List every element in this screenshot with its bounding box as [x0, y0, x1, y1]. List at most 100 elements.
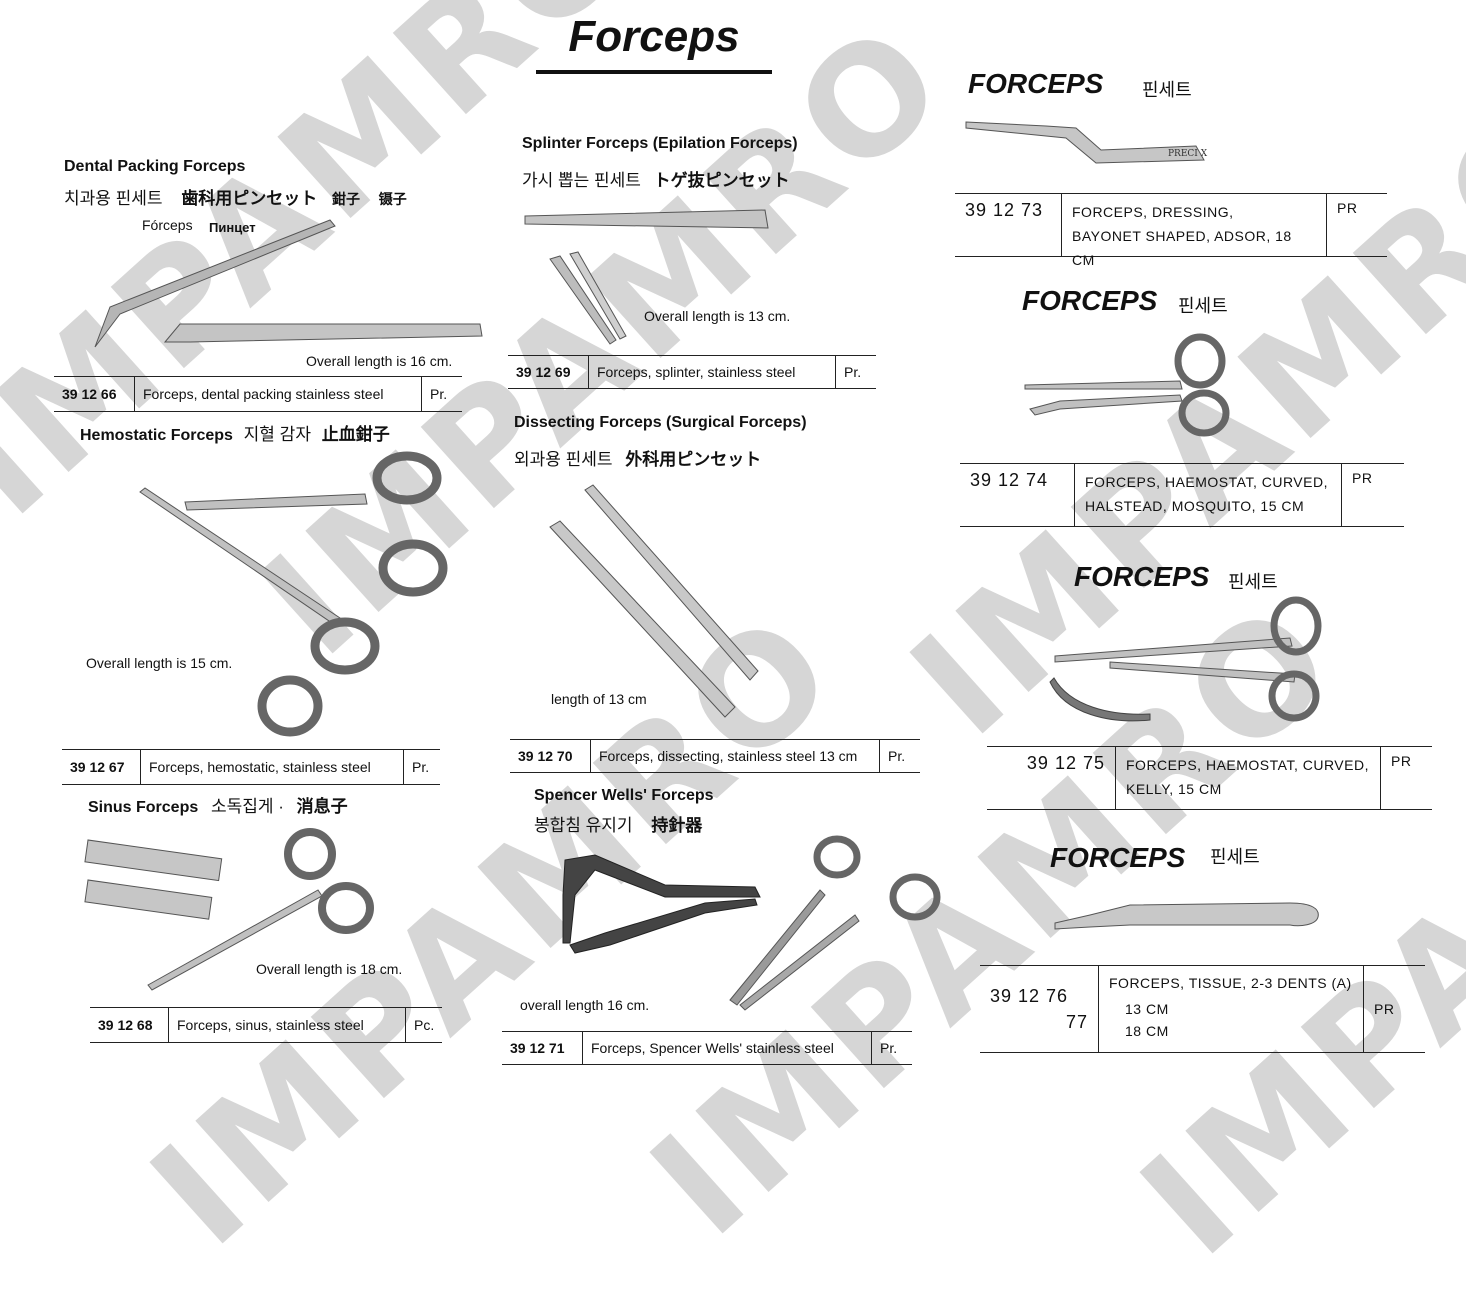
r74-desc-line2: HALSTEAD, MOSQUITO, 15 CM	[1085, 498, 1305, 514]
spencer-sub-kr: 봉합침 유지기	[534, 816, 633, 835]
hemostatic-sub-jp: 止血鉗子	[321, 425, 390, 444]
splinter-unit: Pr.	[844, 364, 862, 380]
dissecting-sub-kr: 외과용 핀세트	[514, 450, 613, 469]
r73-brand-logo: PRECI X	[1168, 149, 1208, 159]
spencer-title: Spencer Wells' Forceps	[534, 787, 714, 804]
sinus-forceps-image	[84, 828, 374, 991]
spencer-subtitle: 봉합침 유지기 持針器	[534, 811, 702, 836]
spencer-desc: Forceps, Spencer Wells' stainless steel	[583, 1032, 872, 1064]
dental-title: Dental Packing Forceps	[64, 158, 246, 175]
spencer-table: 39 12 71 Forceps, Spencer Wells' stainle…	[502, 1031, 912, 1065]
r74-sub-kr: 핀세트	[1178, 296, 1228, 316]
splinter-note: Overall length is 13 cm.	[644, 308, 791, 324]
spencer-sub-jp: 持針器	[651, 816, 703, 835]
r74-desc-line1: FORCEPS, HAEMOSTAT, CURVED,	[1085, 474, 1328, 490]
splinter-code: 39 12 69	[508, 356, 589, 388]
hemostatic-unit: Pr.	[412, 759, 430, 775]
r75-desc: FORCEPS, HAEMOSTAT, CURVED, KELLY, 15 CM	[1116, 747, 1381, 809]
r76-desc-line1: FORCEPS, TISSUE, 2-3 DENTS (A)	[1109, 975, 1352, 991]
r75-table: 39 12 75 FORCEPS, HAEMOSTAT, CURVED, KEL…	[987, 746, 1432, 810]
r76-desc-line2: 13 CM	[1125, 1001, 1169, 1017]
r76-forceps-image	[1054, 902, 1319, 930]
dental-sub-kr: 치과용 핀세트	[64, 189, 163, 208]
dissecting-subtitle: 외과용 핀세트 外科用ピンセット	[514, 445, 761, 470]
spencer-note: overall length 16 cm.	[520, 997, 650, 1013]
sinus-note: Overall length is 18 cm.	[256, 961, 403, 977]
r74-unit: PR	[1352, 470, 1373, 486]
dental-subtitle: 치과용 핀세트 歯科用ピンセット 鉗子 镊子	[64, 184, 407, 209]
r74-desc: FORCEPS, HAEMOSTAT, CURVED, HALSTEAD, MO…	[1075, 464, 1342, 526]
splinter-forceps-image	[524, 209, 769, 345]
dissecting-unit: Pr.	[888, 748, 906, 764]
r73-desc: FORCEPS, DRESSING, BAYONET SHAPED, ADSOR…	[1062, 194, 1327, 268]
spencer-forceps-image	[562, 835, 941, 1011]
dissecting-note: length of 13 cm	[551, 691, 647, 707]
sinus-unit: Pc.	[414, 1017, 435, 1033]
splinter-table: 39 12 69 Forceps, splinter, stainless st…	[508, 355, 876, 389]
sinus-table: 39 12 68 Forceps, sinus, stainless steel…	[90, 1007, 442, 1043]
splinter-sub-kr: 가시 뽑는 핀세트	[522, 171, 641, 190]
r75-unit: PR	[1391, 753, 1412, 769]
splinter-title: Splinter Forceps (Epilation Forceps)	[522, 135, 798, 152]
sinus-title: Sinus Forceps	[88, 799, 199, 816]
r73-desc-line1: FORCEPS, DRESSING,	[1072, 204, 1234, 220]
r76-unit: PR	[1374, 1001, 1395, 1017]
splinter-sub-jp: トゲ抜ピンセット	[653, 171, 790, 190]
r76-title: FORCEPS	[1050, 842, 1186, 873]
r76-table: 39 12 76 77 FORCEPS, TISSUE, 2-3 DENTS (…	[980, 965, 1425, 1053]
r73-unit: PR	[1337, 200, 1358, 216]
r74-title: FORCEPS	[1022, 285, 1158, 316]
r73-desc-line2: BAYONET SHAPED, ADSOR, 18 CM	[1072, 228, 1292, 268]
splinter-desc: Forceps, splinter, stainless steel	[589, 356, 836, 388]
sinus-header: Sinus Forceps 소독집게 · 消息子	[88, 792, 348, 817]
r76-desc: FORCEPS, TISSUE, 2-3 DENTS (A) 13 CM 18 …	[1099, 966, 1364, 1052]
r76-desc-line3: 18 CM	[1125, 1023, 1169, 1039]
dental-sub-cn1: 鉗子	[332, 191, 361, 207]
r73-forceps-image	[965, 121, 1205, 164]
dissecting-forceps-image	[549, 484, 759, 718]
dental-desc: Forceps, dental packing stainless steel	[135, 377, 422, 411]
dental-note: Overall length is 16 cm.	[306, 353, 453, 369]
dental-unit: Pr.	[430, 386, 448, 402]
r74-table: 39 12 74 FORCEPS, HAEMOSTAT, CURVED, HAL…	[960, 463, 1404, 527]
dissecting-sub-jp: 外科用ピンセット	[625, 450, 762, 469]
splinter-subtitle: 가시 뽑는 핀세트 トゲ抜ピンセット	[522, 166, 790, 191]
dental-sub-es: Fórceps	[142, 217, 193, 233]
sinus-sub-kr: 소독집게 ·	[210, 797, 284, 816]
r75-forceps-image	[1049, 596, 1322, 722]
dental-code: 39 12 66	[54, 377, 135, 411]
dental-table: 39 12 66 Forceps, dental packing stainle…	[54, 376, 462, 412]
title-underline	[536, 70, 772, 74]
r73-title: FORCEPS	[968, 68, 1104, 99]
r74-code: 39 12 74	[960, 464, 1075, 526]
dissecting-code: 39 12 70	[510, 740, 591, 772]
sinus-sub-jp: 消息子	[296, 797, 348, 816]
dental-forceps-image	[94, 219, 483, 348]
r75-sub-kr: 핀세트	[1228, 572, 1278, 592]
r75-code: 39 12 75	[987, 747, 1116, 809]
spencer-code: 39 12 71	[502, 1032, 583, 1064]
dental-sub-cn2: 镊子	[378, 191, 407, 207]
r73-sub-kr: 핀세트	[1142, 80, 1192, 100]
hemostatic-table: 39 12 67 Forceps, hemostatic, stainless …	[62, 749, 440, 785]
page-title: Forceps	[568, 12, 740, 61]
hemostatic-forceps-image	[139, 451, 448, 737]
dissecting-desc: Forceps, dissecting, stainless steel 13 …	[591, 740, 880, 772]
r75-desc-line1: FORCEPS, HAEMOSTAT, CURVED,	[1126, 757, 1369, 773]
r76-code-2: 77	[1065, 1012, 1088, 1032]
r75-desc-line2: KELLY, 15 CM	[1126, 781, 1222, 797]
r76-code: 39 12 76 77	[980, 966, 1099, 1052]
r76-code-1: 39 12 76	[990, 986, 1069, 1006]
hemostatic-header: Hemostatic Forceps 지혈 감자 止血鉗子	[80, 420, 390, 445]
r74-forceps-image	[1024, 333, 1230, 437]
sinus-desc: Forceps, sinus, stainless steel	[169, 1008, 406, 1042]
hemostatic-desc: Forceps, hemostatic, stainless steel	[141, 750, 404, 784]
r75-title: FORCEPS	[1074, 561, 1210, 592]
hemostatic-title: Hemostatic Forceps	[80, 427, 233, 444]
r76-sub-kr: 핀세트	[1210, 847, 1260, 867]
dissecting-title: Dissecting Forceps (Surgical Forceps)	[514, 414, 807, 431]
r73-code: 39 12 73	[955, 194, 1062, 256]
dissecting-table: 39 12 70 Forceps, dissecting, stainless …	[510, 739, 920, 773]
spencer-unit: Pr.	[880, 1040, 898, 1056]
hemostatic-sub-kr: 지혈 감자	[243, 425, 311, 444]
